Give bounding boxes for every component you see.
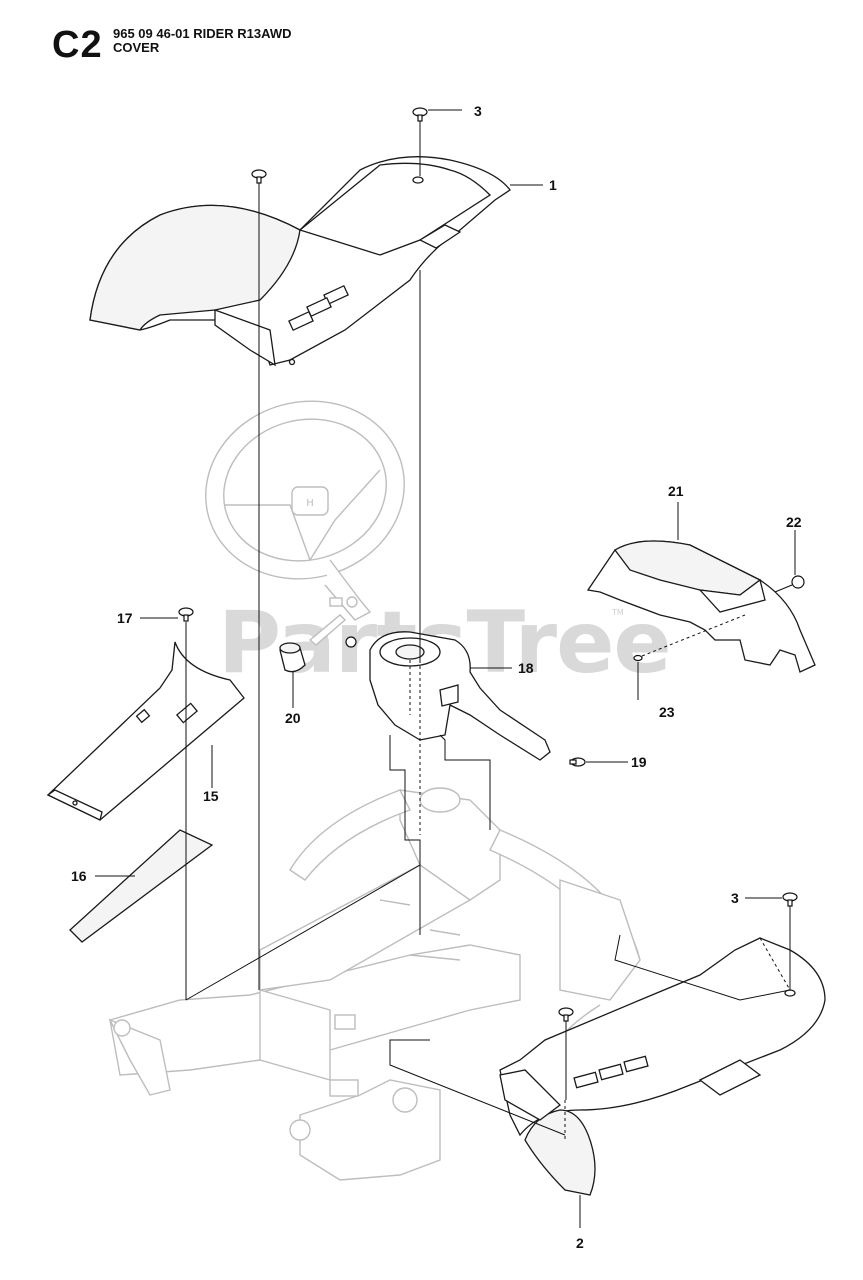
callout-22: 22: [786, 514, 802, 530]
callout-18: 18: [518, 660, 534, 676]
steering-shaft-parts: [308, 596, 358, 646]
part-22-pin[interactable]: [774, 530, 805, 593]
part-2-lower-cover[interactable]: [499, 937, 826, 1228]
part-17-bolt[interactable]: [140, 607, 194, 1000]
callout-15: 15: [203, 788, 219, 804]
part-21-rear-cover[interactable]: [586, 502, 816, 673]
assembly-lines: [185, 270, 791, 1140]
part-bolt-cover-left[interactable]: [251, 169, 267, 990]
model-title: 965 09 46-01 RIDER R13AWD: [113, 26, 292, 41]
watermark-tm: TM: [611, 608, 624, 617]
callout-19: 19: [631, 754, 647, 770]
part-18-steering-console[interactable]: [345, 631, 551, 761]
callout-3-right: 3: [731, 890, 739, 906]
chassis-frame-ghost: [108, 787, 641, 1181]
callout-1: 1: [549, 177, 557, 193]
part-19-bolt[interactable]: [569, 757, 628, 767]
section-title: COVER: [113, 40, 160, 55]
part-16-decal-strip[interactable]: [69, 829, 214, 943]
callout-21: 21: [668, 483, 684, 499]
part-3-bolt-right[interactable]: [745, 892, 798, 990]
callout-16: 16: [71, 868, 87, 884]
callout-3-top: 3: [474, 103, 482, 119]
page-code: C2: [52, 24, 103, 66]
part-3-bolt-top[interactable]: [412, 107, 462, 176]
part-23-washer[interactable]: [633, 614, 746, 700]
part-15-side-panel[interactable]: [46, 641, 245, 821]
part-bolt-lower-cover[interactable]: [558, 1007, 574, 1100]
part-1-upper-cover[interactable]: [89, 156, 543, 367]
callout-2: 2: [576, 1235, 584, 1251]
callout-17: 17: [117, 610, 133, 626]
callout-20: 20: [285, 710, 301, 726]
part-20-bushing[interactable]: [279, 642, 306, 708]
svg-text:H: H: [306, 498, 314, 509]
callout-23: 23: [659, 704, 675, 720]
steering-wheel-ghost: H: [205, 400, 405, 621]
